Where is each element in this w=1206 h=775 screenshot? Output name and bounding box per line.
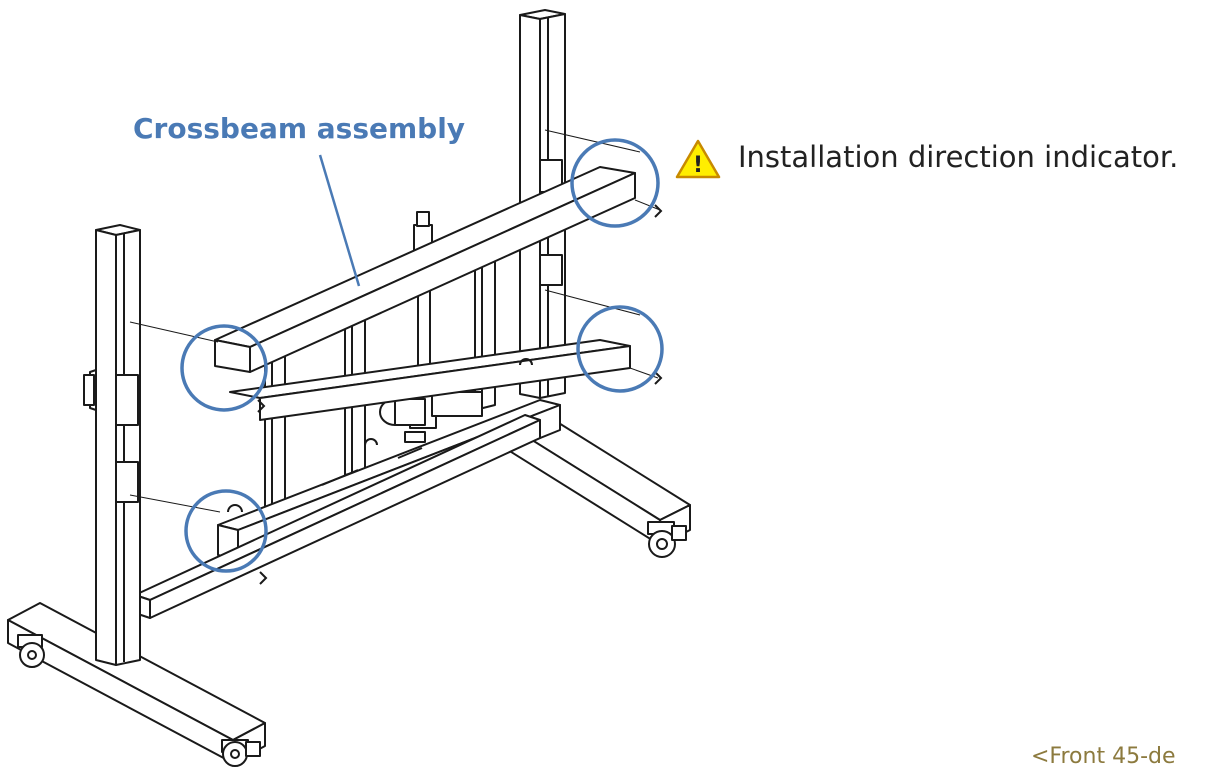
- callout-leader-line: [318, 154, 361, 287]
- highlight-circle-left-top: [180, 324, 268, 412]
- highlight-circle-right-top: [570, 138, 660, 228]
- left-front-caster: [17, 634, 45, 668]
- highlight-circle-left-bottom: [184, 489, 268, 573]
- left-base-foot: [7, 602, 266, 764]
- top-crossbeam: [214, 166, 636, 373]
- left-rear-caster: [221, 739, 261, 767]
- left-upright: [83, 224, 141, 666]
- highlight-circle-right-middle: [576, 305, 664, 393]
- crossbeam-callout-label: Crossbeam assembly: [133, 112, 466, 145]
- alignment-lines: [129, 129, 661, 513]
- right-caster: [647, 521, 687, 558]
- middle-crossbeam: [229, 339, 631, 421]
- highlight-circles: [180, 138, 664, 573]
- bottom-crossbeam: [134, 399, 561, 619]
- view-caption: <Front 45-de: [1031, 744, 1176, 769]
- installation-direction-note: Installation direction indicator.: [738, 140, 1179, 174]
- warning-triangle-icon: !: [675, 139, 721, 179]
- svg-text:!: !: [693, 153, 703, 178]
- clamp-details: [227, 204, 663, 585]
